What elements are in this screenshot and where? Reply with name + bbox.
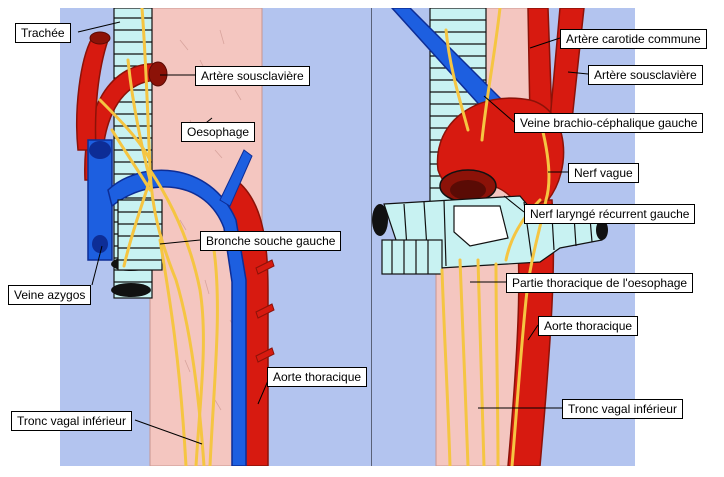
left-subclavian-stump [148,61,168,87]
left-azygos-branch [219,149,253,207]
label-azygos-vein: Veine azygos [8,285,92,305]
left-intercostal-arteries [255,259,275,363]
label-oesophagus: Oesophage [181,122,256,142]
label-thoracic-oesophagus: Partie thoracique de l'oesophage [506,273,694,293]
right-vagus-nerves [440,8,551,466]
label-left-brachiocephalic-vein: Veine brachio-céphalique gauche [514,113,704,133]
label-left-main-bronchus: Bronche souche gauche [200,231,342,251]
left-vagus-nerves [98,8,219,466]
leader-lines [77,21,589,445]
label-left-subclavian-artery: Artère sousclavière [195,66,310,86]
label-right-inferior-vagal-trunk: Tronc vagal inférieur [562,399,683,419]
label-right-thoracic-aorta: Aorte thoracique [538,316,639,336]
right-bronchi [372,195,608,275]
left-azygos-vein [87,139,113,261]
label-left-thoracic-aorta: Aorte thoracique [267,367,368,387]
label-common-carotid: Artère carotide commune [560,29,707,49]
label-left-recurrent-laryngeal: Nerf laryngé récurrent gauche [524,204,696,224]
label-right-subclavian-artery: Artère sousclavière [588,65,703,85]
label-vagus-nerve: Nerf vague [568,163,639,183]
label-trachea: Trachée [15,23,71,43]
label-left-inferior-vagal-trunk: Tronc vagal inférieur [11,411,132,431]
